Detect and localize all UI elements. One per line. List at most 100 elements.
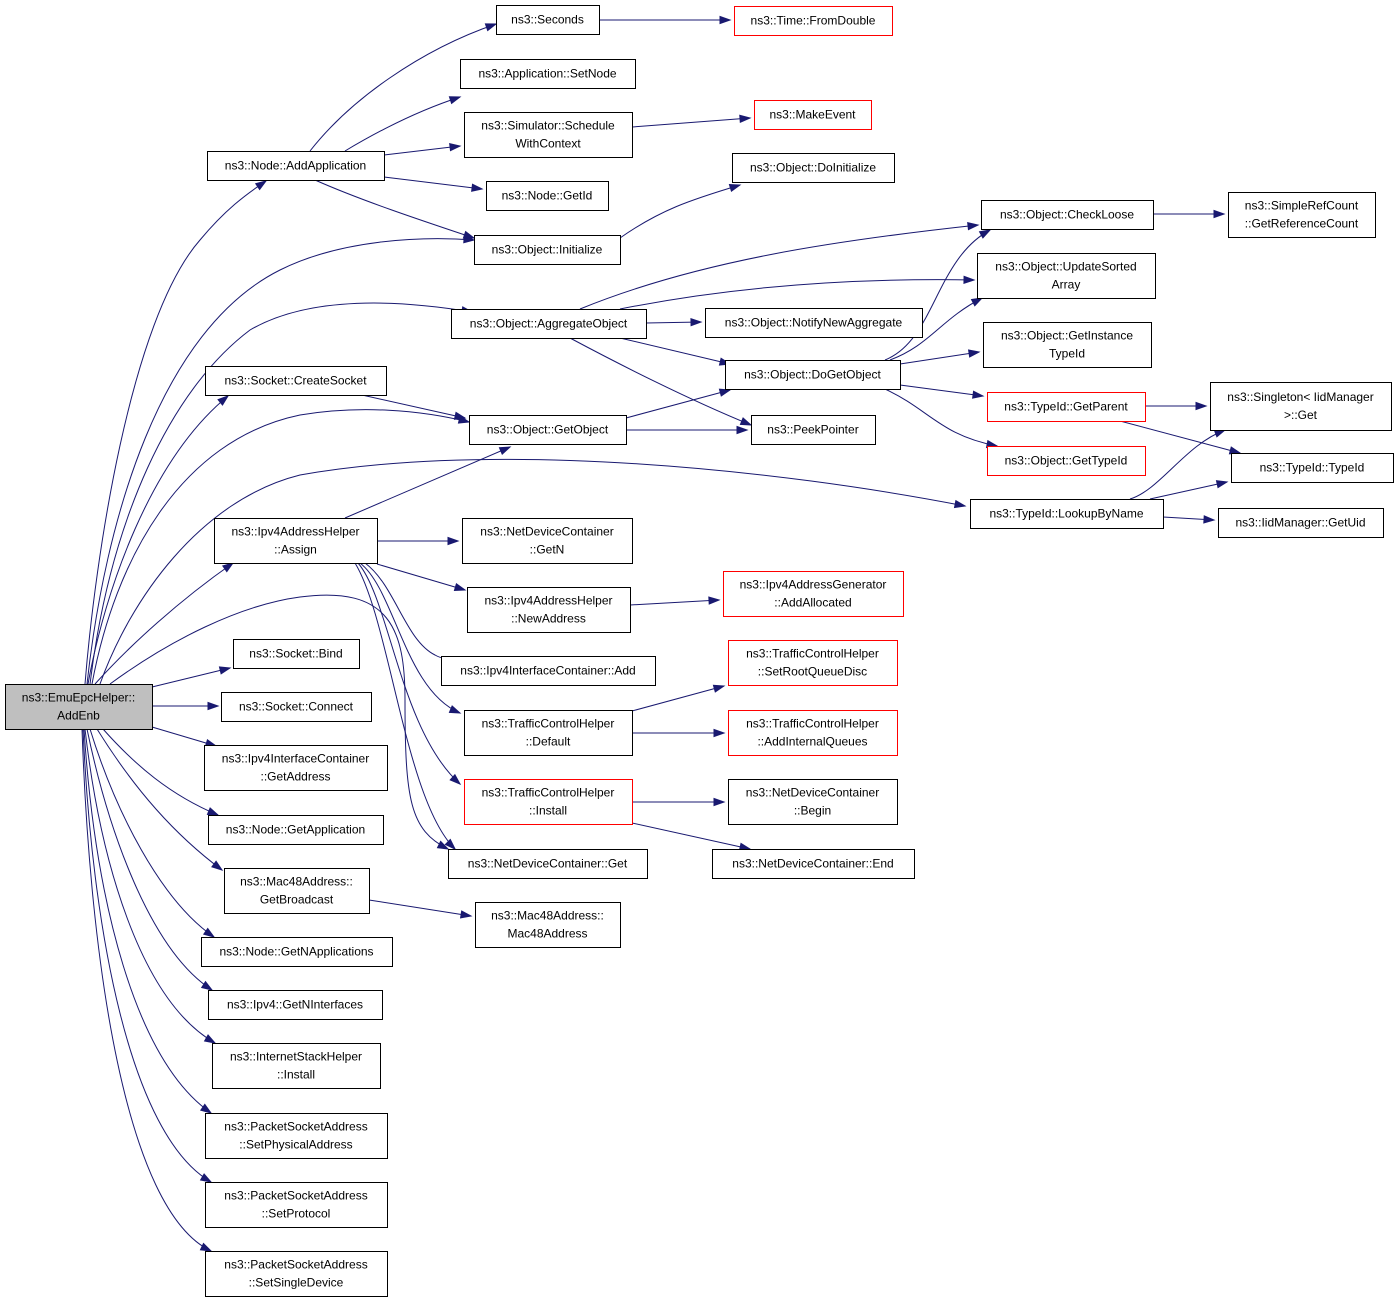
- edge-line: [619, 184, 741, 239]
- node-mac48[interactable]: ns3::Mac48Address::Mac48Address: [475, 902, 621, 948]
- node-getappl[interactable]: ns3::Node::GetApplication: [208, 815, 384, 845]
- node-createsock[interactable]: ns3::Socket::CreateSocket: [205, 366, 387, 396]
- node-addalloc[interactable]: ns3::Ipv4AddressGenerator::AddAllocated: [723, 571, 904, 617]
- edge-line: [383, 145, 461, 156]
- node-box: [208, 990, 383, 1020]
- edge-root-to-assign: [94, 562, 235, 685]
- node-bind[interactable]: ns3::Socket::Bind: [233, 639, 360, 669]
- edge-line: [884, 229, 991, 361]
- node-setproto[interactable]: ns3::PacketSocketAddress::SetProtocol: [205, 1182, 388, 1228]
- node-label: ns3::Object::DoInitialize: [750, 161, 876, 175]
- edge-dogetobject-to-getparent: [899, 384, 985, 399]
- node-setphys[interactable]: ns3::PacketSocketAddress::SetPhysicalAdd…: [205, 1113, 388, 1159]
- node-ndc-get[interactable]: ns3::NetDeviceContainer::Get: [448, 849, 648, 879]
- node-tc-default[interactable]: ns3::TrafficControlHelper::Default: [464, 710, 633, 756]
- node-peek[interactable]: ns3::PeekPointer: [751, 415, 876, 445]
- node-doinit[interactable]: ns3::Object::DoInitialize: [732, 153, 895, 183]
- node-ifadd[interactable]: ns3::Ipv4InterfaceContainer::Add: [441, 656, 656, 686]
- edge-initialize-to-doinit: [619, 183, 742, 239]
- node-begin[interactable]: ns3::NetDeviceContainer::Begin: [728, 779, 898, 825]
- node-label: ns3::TrafficControlHelper: [482, 717, 615, 731]
- edge-line: [344, 96, 461, 152]
- node-getparent[interactable]: ns3::TypeId::GetParent: [987, 392, 1146, 422]
- node-box: [1218, 508, 1384, 538]
- node-label: Mac48Address: [507, 927, 587, 941]
- node-getobject[interactable]: ns3::Object::GetObject: [469, 415, 627, 445]
- node-label: ns3::Mac48Address::: [240, 875, 353, 889]
- node-fromdouble[interactable]: ns3::Time::FromDouble: [734, 6, 893, 36]
- arrowhead: [970, 297, 984, 307]
- edge-line: [619, 279, 975, 310]
- node-initialize[interactable]: ns3::Object::Initialize: [474, 235, 621, 265]
- node-label: ::Assign: [274, 543, 317, 557]
- arrowhead: [484, 23, 498, 32]
- edge-line: [629, 599, 720, 606]
- arrowhead: [218, 666, 232, 675]
- node-getnif[interactable]: ns3::Ipv4::GetNInterfaces: [208, 990, 383, 1020]
- node-label: ns3::Ipv4InterfaceContainer::Add: [460, 664, 635, 678]
- node-setnode[interactable]: ns3::Application::SetNode: [460, 59, 636, 89]
- node-addapp[interactable]: ns3::Node::AddApplication: [207, 151, 385, 181]
- node-box: [1210, 382, 1392, 431]
- node-typeid[interactable]: ns3::TypeId::TypeId: [1231, 453, 1394, 483]
- node-makeevent[interactable]: ns3::MakeEvent: [754, 100, 872, 130]
- edge-assign-to-newaddr: [376, 563, 467, 592]
- node-checkloose[interactable]: ns3::Object::CheckLoose: [981, 200, 1154, 230]
- node-singleton[interactable]: ns3::Singleton< IidManager >::Get: [1210, 382, 1392, 431]
- edge-root-to-setsingle: [81, 728, 213, 1252]
- node-label: ns3::Object::NotifyNewAggregate: [725, 316, 903, 330]
- node-gettypeid[interactable]: ns3::Object::GetTypeId: [987, 446, 1146, 476]
- node-root[interactable]: ns3::EmuEpcHelper::AddEnb: [5, 684, 153, 730]
- node-tc-install[interactable]: ns3::TrafficControlHelper::Install: [464, 779, 633, 825]
- edge-line: [884, 388, 998, 447]
- edge-root-to-getappl: [102, 728, 220, 816]
- node-setroot[interactable]: ns3::TrafficControlHelper::SetRootQueueD…: [728, 640, 898, 686]
- node-getbcast[interactable]: ns3::Mac48Address::GetBroadcast: [224, 868, 370, 914]
- node-label: ns3::Singleton< IidManager: [1227, 390, 1373, 404]
- node-label: ns3::PacketSocketAddress: [224, 1120, 367, 1134]
- edge-dogetobject-to-updsorted: [889, 297, 984, 361]
- edge-aggregate-to-peek: [569, 337, 753, 426]
- node-box: [205, 1113, 388, 1159]
- node-lookup[interactable]: ns3::TypeId::LookupByName: [970, 499, 1164, 529]
- node-setsingle[interactable]: ns3::PacketSocketAddress::SetSingleDevic…: [205, 1251, 388, 1297]
- edge-assign-to-ndc_getn: [377, 536, 460, 546]
- arrowhead: [449, 143, 462, 152]
- node-label: ns3::Ipv4AddressHelper: [484, 594, 612, 608]
- edge-line: [619, 337, 731, 365]
- node-newaddr[interactable]: ns3::Ipv4AddressHelper::NewAddress: [467, 587, 631, 633]
- node-ndc-getn[interactable]: ns3::NetDeviceContainer::GetN: [462, 518, 633, 564]
- node-addinternal[interactable]: ns3::TrafficControlHelper::AddInternalQu…: [728, 710, 898, 756]
- node-label: ns3::PacketSocketAddress: [224, 1189, 367, 1203]
- edge-line: [1119, 420, 1241, 454]
- node-label: TypeId: [1049, 347, 1085, 361]
- edge-line: [899, 351, 980, 365]
- node-dogetobject[interactable]: ns3::Object::DoGetObject: [725, 360, 901, 390]
- node-getid[interactable]: ns3::Node::GetId: [486, 181, 609, 211]
- edge-line: [314, 179, 475, 239]
- node-aggregate[interactable]: ns3::Object::AggregateObject: [451, 309, 647, 339]
- node-getuid[interactable]: ns3::IidManager::GetUid: [1218, 508, 1384, 538]
- edge-line: [89, 728, 215, 938]
- node-box: [728, 779, 898, 825]
- node-notify[interactable]: ns3::Object::NotifyNewAggregate: [705, 308, 923, 338]
- node-getaddr[interactable]: ns3::Ipv4InterfaceContainer::GetAddress: [204, 745, 388, 791]
- node-assign[interactable]: ns3::Ipv4AddressHelper::Assign: [214, 518, 378, 564]
- edge-root-to-ndc_get: [109, 594, 450, 850]
- arrowhead: [221, 562, 235, 573]
- arrowhead: [1203, 515, 1216, 524]
- node-layer: ns3::EmuEpcHelper::AddEnb ns3::Node::AddA…: [5, 5, 1394, 1297]
- node-label: ns3::Node::GetId: [502, 189, 593, 203]
- node-refcount[interactable]: ns3::SimpleRefCount::GetReferenceCount: [1228, 192, 1376, 238]
- node-box: [205, 1182, 388, 1228]
- node-label: GetBroadcast: [260, 893, 334, 907]
- node-end[interactable]: ns3::NetDeviceContainer::End: [712, 849, 915, 879]
- node-connect[interactable]: ns3::Socket::Connect: [221, 692, 372, 722]
- node-seconds[interactable]: ns3::Seconds: [496, 5, 600, 35]
- node-inetinstall[interactable]: ns3::InternetStackHelper::Install: [212, 1043, 381, 1089]
- node-getnapps[interactable]: ns3::Node::GetNApplications: [201, 937, 393, 967]
